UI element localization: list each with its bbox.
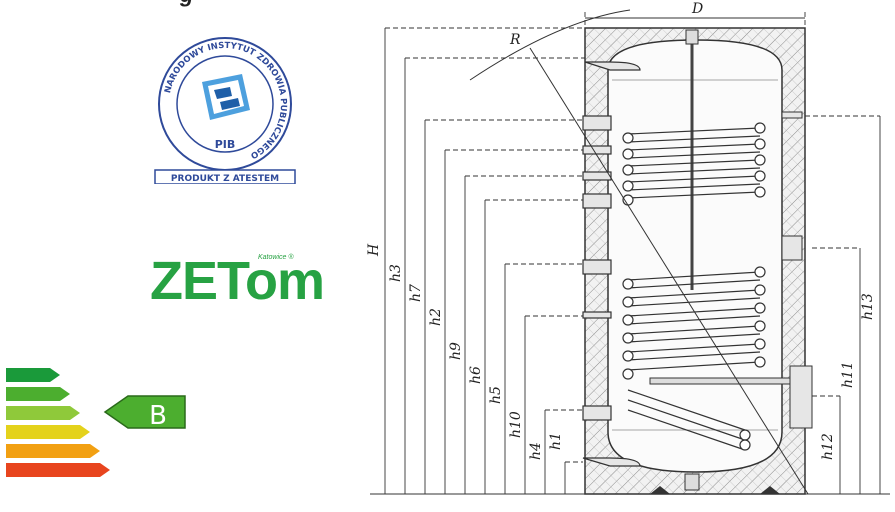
sensor-sleeve — [781, 235, 803, 261]
left-connections — [582, 61, 641, 467]
energy-bars — [6, 368, 110, 477]
dim-label-h4: h4 — [528, 442, 544, 460]
heater-flange — [789, 365, 813, 429]
dimension-lines — [385, 12, 880, 463]
dim-label-h6: h6 — [468, 366, 484, 384]
dim-label-h2: h2 — [428, 308, 444, 326]
energy-class-marker: B — [103, 395, 186, 431]
anode-cap — [685, 29, 699, 45]
zetom-logo: ZETom Katowice ® — [150, 248, 325, 318]
energy-bar — [6, 387, 70, 401]
energy-bar — [6, 406, 80, 420]
dim-label-h11: h11 — [840, 361, 856, 388]
dim-label-h7: h7 — [408, 284, 424, 302]
pzh-monogram-icon — [202, 74, 250, 120]
dim-label-h13: h13 — [860, 293, 876, 320]
energy-bar — [6, 444, 100, 458]
brand-city: Katowice ® — [258, 254, 294, 261]
brand-name: ZETom — [150, 251, 325, 311]
dim-label-r: R — [509, 32, 521, 48]
energy-bar — [6, 425, 90, 439]
dim-label-h1: h1 — [548, 432, 564, 450]
tank-feet — [650, 486, 780, 494]
dim-label-h10: h10 — [508, 411, 524, 438]
lower-heating-coil — [627, 271, 761, 451]
electric-heater-rod — [649, 377, 801, 385]
diagonal-line — [529, 47, 809, 495]
pzh-certificate-seal: NARODOWY INSTYTUT ZDROWIA PUBLICZNEGO PI… — [154, 37, 296, 184]
energy-class-letter: B — [149, 401, 167, 431]
energy-bar — [6, 463, 110, 477]
tank-technical-drawing: D R H h3 h7 h2 h9 h6 h5 h10 h4 h1 h13 h1… — [366, 1, 890, 495]
dim-label-h5: h5 — [488, 386, 504, 404]
seal-ribbon-text: PRODUKT Z ATESTEM — [171, 174, 279, 184]
dim-label-h3: h3 — [388, 264, 404, 282]
upper-heating-coil — [627, 127, 761, 199]
energy-bar — [6, 368, 60, 382]
dim-label-h9: h9 — [448, 342, 464, 360]
dim-label-d: D — [691, 1, 703, 17]
drain-valve — [684, 473, 700, 491]
seal-bottom-text: PIB — [215, 138, 236, 151]
radius-arc — [469, 9, 631, 81]
header-fragment: g — [180, 0, 195, 8]
dimension-arrows — [370, 17, 890, 495]
dim-label-h12: h12 — [820, 433, 836, 460]
energy-class-label: B — [6, 368, 186, 477]
tank-vessel — [607, 39, 783, 473]
dim-label-h: H — [366, 243, 382, 257]
